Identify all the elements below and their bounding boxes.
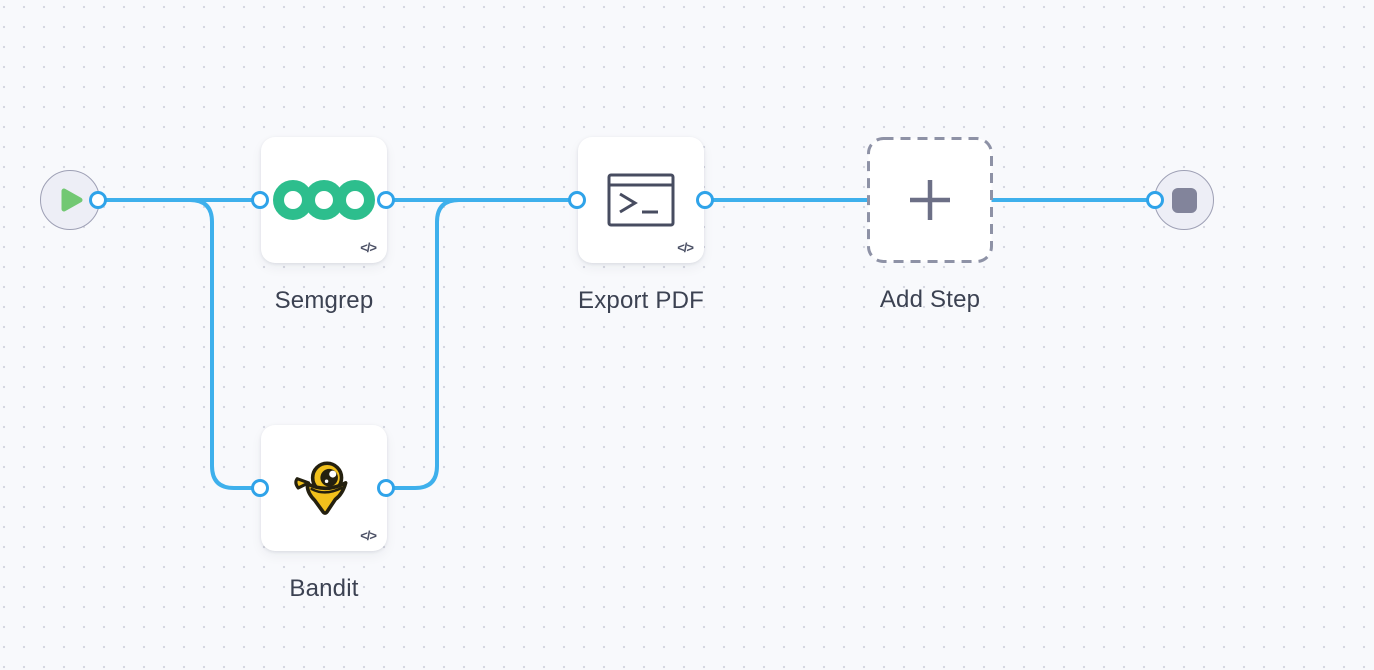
edge-start-bandit[interactable] — [96, 198, 262, 490]
terminal-icon — [607, 173, 675, 227]
port-start-out[interactable] — [89, 191, 107, 209]
stop-icon — [1171, 187, 1197, 213]
node-label-bandit: Bandit — [289, 575, 359, 602]
semgrep-logo — [273, 180, 375, 220]
edge-bandit-export[interactable] — [384, 198, 579, 490]
port-semgrep-in[interactable] — [251, 191, 269, 209]
node-label-add-step: Add Step — [879, 286, 981, 313]
code-step-badge: </> — [677, 240, 694, 255]
port-bandit-in[interactable] — [251, 479, 269, 497]
node-bandit[interactable]: </> — [261, 425, 387, 551]
node-label-semgrep: Semgrep — [274, 287, 374, 314]
node-export-pdf[interactable]: </> — [578, 137, 704, 263]
port-semgrep-out[interactable] — [377, 191, 395, 209]
port-export-in[interactable] — [568, 191, 586, 209]
node-label-export-pdf: Export PDF — [577, 287, 705, 314]
port-bandit-out[interactable] — [377, 479, 395, 497]
port-end-in[interactable] — [1146, 191, 1164, 209]
end-node[interactable] — [1154, 170, 1214, 230]
bandit-logo — [294, 461, 348, 515]
port-export-out[interactable] — [696, 191, 714, 209]
code-step-badge: </> — [360, 528, 377, 543]
add-step-node[interactable] — [867, 137, 993, 263]
plus-icon — [910, 180, 950, 220]
code-step-badge: </> — [360, 240, 377, 255]
play-icon — [61, 188, 83, 212]
node-semgrep[interactable]: </> — [261, 137, 387, 263]
